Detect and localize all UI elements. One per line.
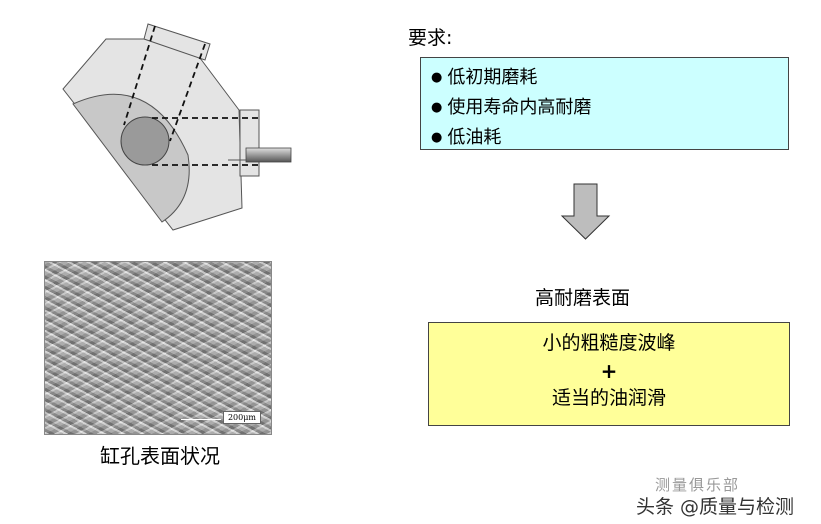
result-title: 高耐磨表面 (535, 287, 631, 309)
plus-sign: + (600, 359, 618, 383)
watermark-main: 头条 @质量与检测 (636, 496, 795, 518)
requirement-item: ●低油耗 (431, 127, 502, 148)
scale-bar (181, 419, 221, 420)
bore-circle (120, 116, 170, 166)
honing-schematic-diagram (62, 23, 292, 231)
bullet-icon: ● (431, 100, 443, 115)
probe-rod (245, 147, 292, 163)
scale-bar-label: 200μm (222, 411, 261, 424)
micrograph-caption: 缸孔表面状况 (100, 444, 220, 468)
watermark-club: 测量俱乐部 (655, 476, 741, 494)
requirements-box: ●低初期磨耗 ●使用寿命内高耐磨 ●低油耗 (420, 57, 789, 150)
requirement-item: ●低初期磨耗 (431, 67, 538, 88)
probe-mount-block (239, 109, 260, 177)
honing-head-block (143, 23, 211, 61)
requirements-title: 要求: (408, 27, 453, 49)
result-box: 小的粗糙度波峰 + 适当的油润滑 (428, 322, 790, 426)
bullet-icon: ● (431, 70, 443, 85)
bore-surface-micrograph: 200μm (44, 261, 272, 435)
result-line: 适当的油润滑 (551, 387, 666, 409)
requirement-item: ●使用寿命内高耐磨 (431, 97, 592, 118)
result-line: 小的粗糙度波峰 (542, 332, 676, 354)
bullet-icon: ● (431, 130, 443, 145)
down-arrow-icon (560, 183, 611, 240)
